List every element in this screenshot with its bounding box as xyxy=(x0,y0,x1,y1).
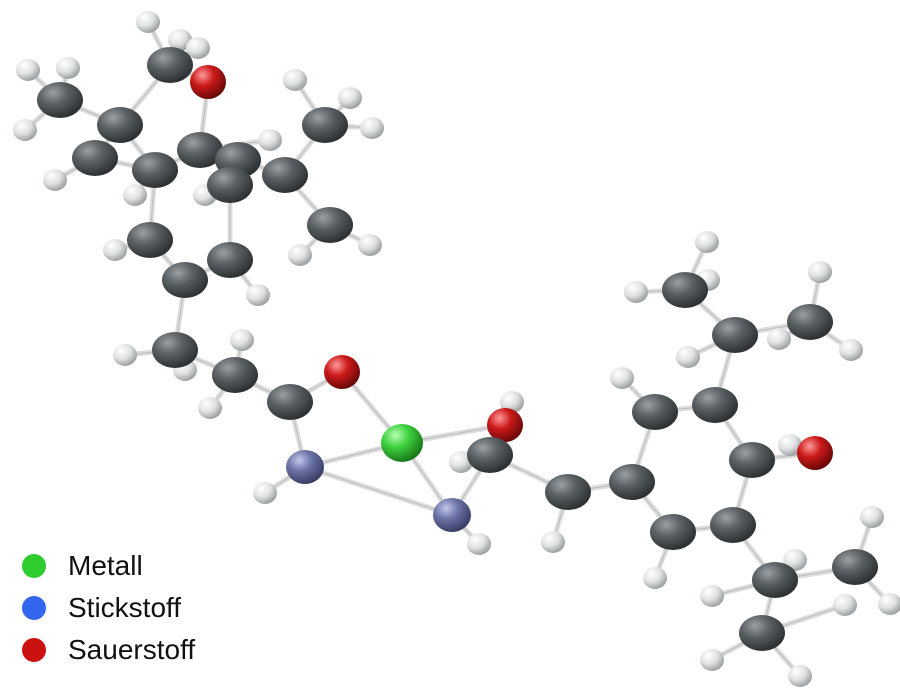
hydrogen-atom xyxy=(833,594,857,616)
bond xyxy=(304,466,453,516)
hydrogen-atom xyxy=(783,549,807,571)
hydrogen-atom xyxy=(839,339,863,361)
carbon-atom xyxy=(302,107,348,143)
hydrogen-atom xyxy=(16,59,40,81)
carbon-atom xyxy=(72,140,118,176)
carbon-atom xyxy=(162,262,208,298)
carbon-atom xyxy=(692,387,738,423)
atoms-layer xyxy=(13,11,900,687)
carbon-atom xyxy=(729,442,775,478)
hydrogen-atom xyxy=(860,506,884,528)
carbon-atom xyxy=(212,357,258,393)
hydrogen-atom xyxy=(541,531,565,553)
legend-label: Sauerstoff xyxy=(68,634,196,665)
hydrogen-atom xyxy=(123,184,147,206)
carbon-atom xyxy=(710,507,756,543)
nitrogen-atom xyxy=(433,498,471,532)
hydrogen-atom xyxy=(43,169,67,191)
carbon-atom xyxy=(177,132,223,168)
hydrogen-atom xyxy=(695,231,719,253)
hydrogen-atom xyxy=(449,451,473,473)
carbon-atom xyxy=(739,615,785,651)
hydrogen-atom xyxy=(676,346,700,368)
carbon-atom xyxy=(207,242,253,278)
carbon-atom xyxy=(267,384,313,420)
hydrogen-atom xyxy=(56,57,80,79)
legend-item-oxygen: Sauerstoff xyxy=(18,629,195,671)
carbon-atom xyxy=(662,272,708,308)
hydrogen-atom xyxy=(168,29,192,51)
hydrogen-atom xyxy=(360,117,384,139)
hydrogen-atom xyxy=(778,434,802,456)
hydrogen-atom xyxy=(288,244,312,266)
legend-item-nitrogen: Stickstoff xyxy=(18,587,195,629)
carbon-atom xyxy=(632,394,678,430)
nitrogen-atom xyxy=(286,450,324,484)
hydrogen-atom xyxy=(500,391,524,413)
carbon-atom xyxy=(37,82,83,118)
hydrogen-atom xyxy=(610,367,634,389)
hydrogen-atom xyxy=(700,649,724,671)
carbon-atom xyxy=(609,464,655,500)
carbon-atom xyxy=(545,474,591,510)
carbon-atom xyxy=(752,562,798,598)
hydrogen-atom xyxy=(700,585,724,607)
hydrogen-atom xyxy=(283,69,307,91)
oxygen-dot-icon xyxy=(22,638,46,662)
carbon-atom xyxy=(207,167,253,203)
hydrogen-atom xyxy=(253,482,277,504)
hydrogen-atom xyxy=(467,533,491,555)
hydrogen-atom xyxy=(808,261,832,283)
hydrogen-atom xyxy=(136,11,160,33)
carbon-atom xyxy=(307,207,353,243)
carbon-atom xyxy=(262,157,308,193)
oxygen-atom xyxy=(190,65,226,99)
metal-dot-icon xyxy=(22,554,46,578)
hydrogen-atom xyxy=(258,129,282,151)
oxygen-atom xyxy=(324,355,360,389)
hydrogen-atom xyxy=(338,87,362,109)
hydrogen-atom xyxy=(246,284,270,306)
metal-atom xyxy=(381,424,423,462)
carbon-atom xyxy=(650,514,696,550)
oxygen-atom xyxy=(487,408,523,442)
carbon-atom xyxy=(152,332,198,368)
hydrogen-atom xyxy=(878,593,900,615)
oxygen-atom xyxy=(797,436,833,470)
hydrogen-atom xyxy=(103,239,127,261)
nitrogen-dot-icon xyxy=(22,596,46,620)
carbon-atom xyxy=(832,549,878,585)
legend: Metall Stickstoff Sauerstoff xyxy=(18,545,195,671)
legend-label: Metall xyxy=(68,550,143,581)
carbon-atom xyxy=(147,47,193,83)
legend-label: Stickstoff xyxy=(68,592,182,623)
carbon-atom xyxy=(132,152,178,188)
hydrogen-atom xyxy=(198,397,222,419)
carbon-atom xyxy=(127,222,173,258)
carbon-atom xyxy=(467,437,513,473)
hydrogen-atom xyxy=(13,119,37,141)
hydrogen-atom xyxy=(788,665,812,687)
hydrogen-atom xyxy=(643,567,667,589)
hydrogen-atom xyxy=(767,328,791,350)
legend-item-metal: Metall xyxy=(18,545,195,587)
carbon-atom xyxy=(787,304,833,340)
hydrogen-atom xyxy=(624,281,648,303)
hydrogen-atom xyxy=(358,234,382,256)
hydrogen-atom xyxy=(186,37,210,59)
carbon-atom xyxy=(712,317,758,353)
carbon-atom xyxy=(97,107,143,143)
hydrogen-atom xyxy=(113,344,137,366)
hydrogen-atom xyxy=(230,329,254,351)
